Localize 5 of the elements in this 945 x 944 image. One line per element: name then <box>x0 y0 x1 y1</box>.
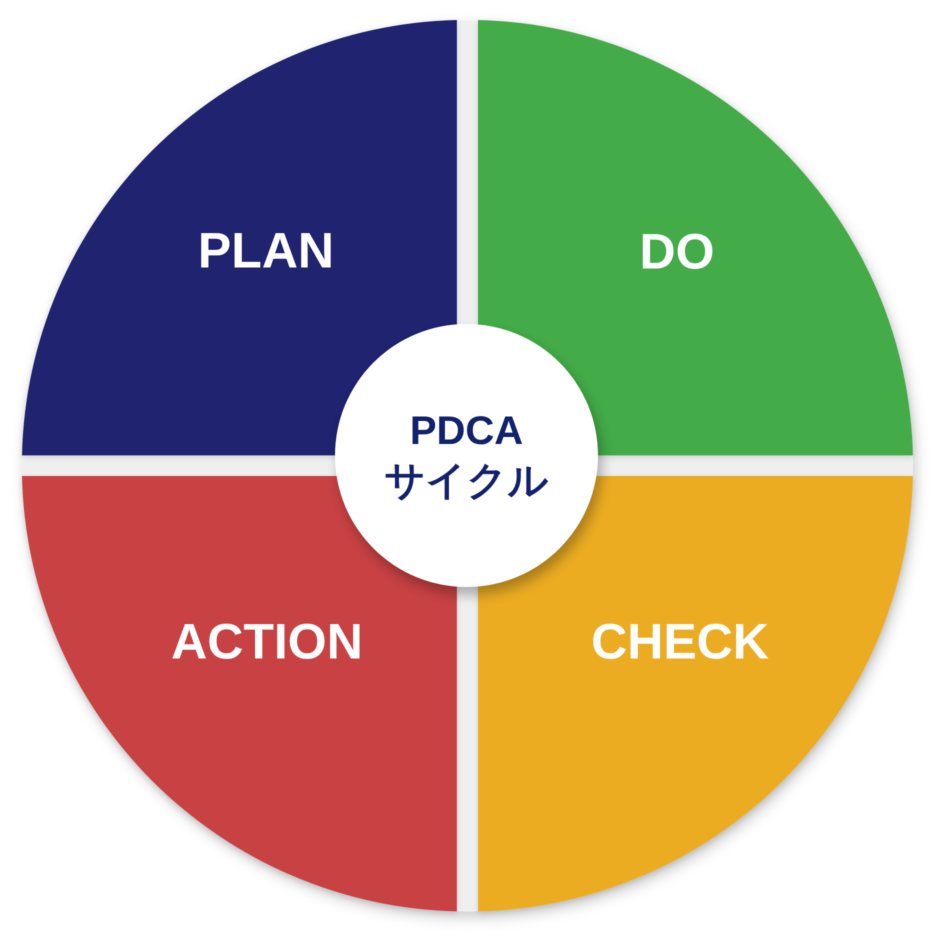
hub-label: PDCA サイクル <box>384 408 550 504</box>
segment-label: PLAN <box>198 223 334 278</box>
segment-label: DO <box>640 224 714 280</box>
segment-label: CHECK <box>591 614 769 670</box>
segment-label: ACTION <box>171 614 363 670</box>
